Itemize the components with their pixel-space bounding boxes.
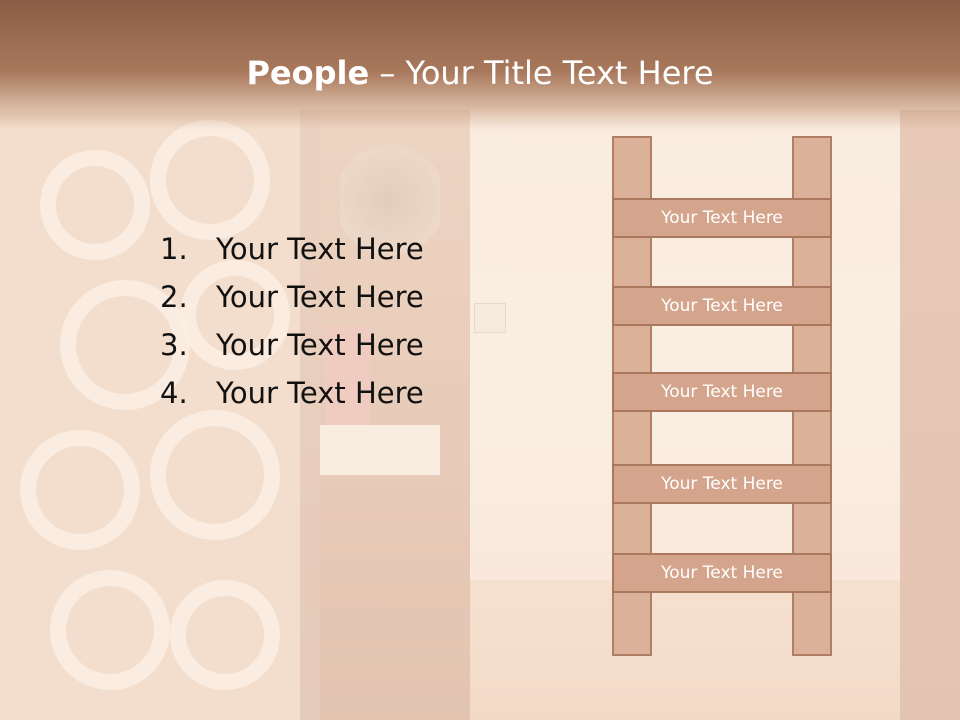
background-plant	[340, 140, 440, 260]
ladder-rung-3: Your Text Here	[612, 372, 832, 412]
numbered-list: 1. Your Text Here 2. Your Text Here 3. Your…	[160, 232, 424, 424]
list-item-text: Your Text Here	[216, 232, 424, 266]
decorative-scroll-panel	[0, 110, 300, 720]
list-item-number: 1.	[160, 232, 188, 266]
list-item-text: Your Text Here	[216, 328, 424, 362]
background-shelf	[320, 425, 440, 475]
list-item-text: Your Text Here	[216, 376, 424, 410]
ladder-rung-2: Your Text Here	[612, 286, 832, 326]
ladder-rung-1: Your Text Here	[612, 198, 832, 238]
title-bar	[0, 0, 960, 130]
list-item-text: Your Text Here	[216, 280, 424, 314]
background-light-switch	[474, 303, 506, 333]
list-item-number: 4.	[160, 376, 188, 410]
list-item: 1. Your Text Here	[160, 232, 424, 280]
list-item-number: 2.	[160, 280, 188, 314]
list-item: 4. Your Text Here	[160, 376, 424, 424]
ladder-diagram: Your Text Here Your Text Here Your Text …	[612, 136, 834, 658]
list-item: 3. Your Text Here	[160, 328, 424, 376]
title-bold: People	[246, 54, 370, 92]
title-rest: – Your Title Text Here	[369, 54, 714, 92]
ladder-rung-5: Your Text Here	[612, 553, 832, 593]
slide-title: People – Your Title Text Here	[0, 54, 960, 92]
list-item-number: 3.	[160, 328, 188, 362]
list-item: 2. Your Text Here	[160, 280, 424, 328]
background-door	[900, 110, 960, 720]
ladder-rung-4: Your Text Here	[612, 464, 832, 504]
background-cup	[325, 325, 370, 435]
